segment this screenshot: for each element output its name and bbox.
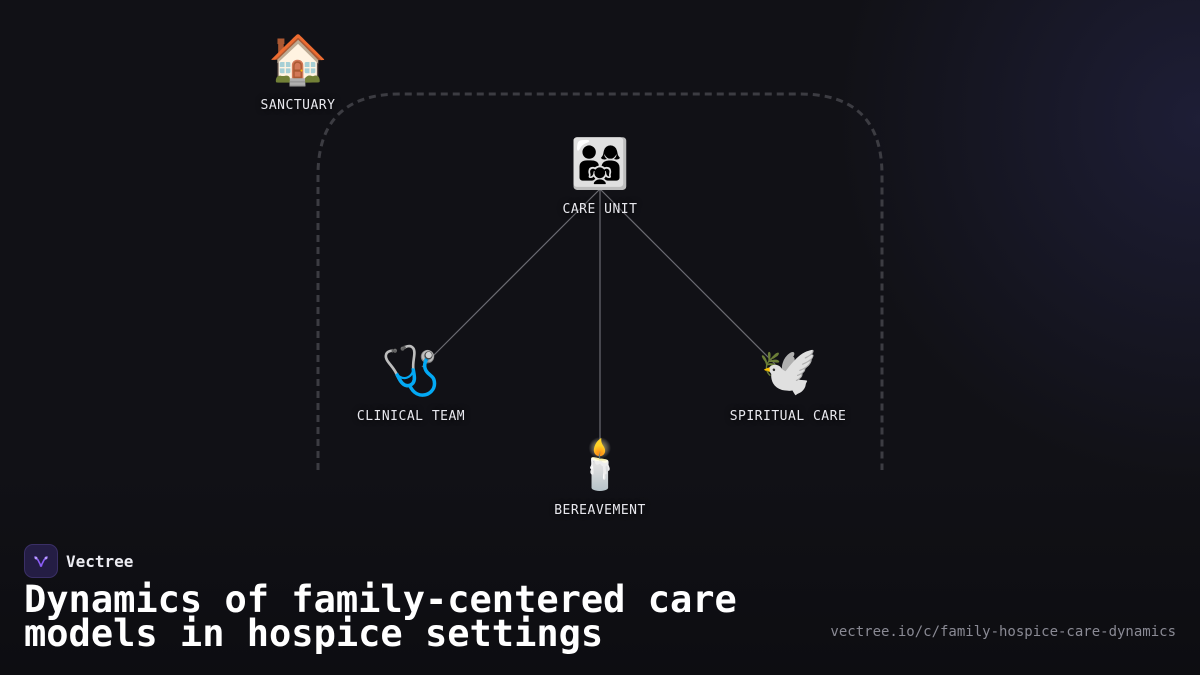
node-bereavement[interactable]: 🕯️ BEREAVEMENT — [520, 437, 680, 518]
node-clinical-team[interactable]: 🩺 CLINICAL TEAM — [331, 343, 491, 424]
candle-icon: 🕯️ — [570, 437, 630, 493]
node-label-clinical-team: CLINICAL TEAM — [356, 409, 466, 424]
node-label-spiritual-care: SPIRITUAL CARE — [729, 409, 847, 424]
vectree-logo-icon — [24, 544, 58, 578]
edge-care-unit-clinical-team — [421, 188, 601, 368]
sanctuary-boundary — [316, 92, 884, 470]
node-sanctuary[interactable]: 🏠 SANCTUARY — [218, 32, 378, 113]
node-spiritual-care[interactable]: 🕊️ SPIRITUAL CARE — [708, 343, 868, 424]
brand[interactable]: Vectree — [24, 544, 133, 578]
edge-care-unit-spiritual-care — [599, 188, 776, 365]
dove-icon: 🕊️ — [758, 343, 818, 399]
family-icon: 👨‍👩‍👧 — [570, 136, 630, 192]
house-icon: 🏠 — [268, 32, 328, 88]
node-care-unit[interactable]: 👨‍👩‍👧 CARE UNIT — [520, 136, 680, 217]
node-label-care-unit: CARE UNIT — [562, 202, 638, 217]
brand-name: Vectree — [66, 551, 134, 571]
node-label-bereavement: BEREAVEMENT — [554, 503, 646, 518]
stethoscope-icon: 🩺 — [381, 343, 441, 399]
node-label-sanctuary: SANCTUARY — [260, 98, 336, 113]
source-url[interactable]: vectree.io/c/family-hospice-care-dynamic… — [830, 624, 1176, 640]
page-title: Dynamics of family-centered care models … — [24, 578, 737, 655]
